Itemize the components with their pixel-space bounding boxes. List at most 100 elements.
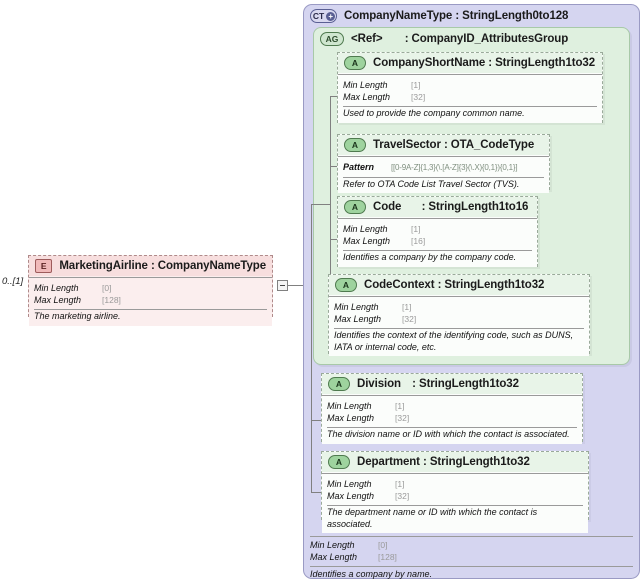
facet-row: Max Length [128] bbox=[34, 295, 267, 307]
facet-value: [32] bbox=[411, 91, 426, 102]
complextype-facets: Min Length [0] Max Length [128] bbox=[310, 538, 633, 565]
connector-line bbox=[311, 204, 312, 492]
element-header: E MarketingAirline : CompanyNameType bbox=[29, 256, 272, 276]
divider bbox=[29, 277, 272, 278]
attribute-codecontext[interactable]: A CodeContext : StringLength1to32 Min Le… bbox=[328, 274, 590, 356]
attribute-body: Min Length [1] Max Length [32] Identifie… bbox=[329, 298, 589, 356]
element-body: Min Length [0] Max Length [128] The mark… bbox=[29, 279, 272, 326]
attribute-header: A CodeContext : StringLength1to32 bbox=[329, 275, 589, 295]
attribute-body: Min Length [1] Max Length [32] The divis… bbox=[322, 397, 582, 444]
attribute-type: StringLength1to32 bbox=[444, 279, 545, 291]
facet-value: [1] bbox=[411, 80, 421, 90]
element-facets: Min Length [0] Max Length [128] bbox=[34, 281, 267, 308]
facet-value: [32] bbox=[395, 412, 410, 423]
attributegroup-icon: AG bbox=[320, 32, 344, 46]
attribute-name: TravelSector bbox=[373, 139, 441, 151]
attribute-separator: : bbox=[412, 378, 416, 390]
attribute-companyshortname[interactable]: A CompanyShortName : StringLength1to32 M… bbox=[337, 52, 603, 123]
facet-row: Max Length [32] bbox=[334, 314, 584, 326]
attribute-description: Refer to OTA Code List Travel Sector (TV… bbox=[343, 178, 520, 189]
element-separator: : bbox=[150, 260, 155, 272]
attribute-description: The division name or ID with which the c… bbox=[327, 429, 570, 439]
facet-name: Min Length bbox=[310, 540, 355, 550]
facet-value: [128] bbox=[378, 551, 397, 562]
facet-name: Min Length bbox=[327, 401, 372, 411]
attribute-icon: A bbox=[344, 200, 366, 214]
facet-value: [[0-9A-Z]{1,3}(\.[A-Z]{3}(\.X){0,1}){0,1… bbox=[391, 163, 518, 172]
connector-line bbox=[311, 204, 330, 205]
divider bbox=[338, 156, 549, 157]
attributegroup-type: CompanyID_AttributesGroup bbox=[411, 33, 569, 45]
complextype-description: Identifies a company by name. bbox=[310, 569, 433, 579]
attribute-separator: : bbox=[443, 139, 448, 151]
complextype-icon: CT+ bbox=[310, 9, 337, 23]
facet-row: Min Length [0] bbox=[310, 540, 633, 552]
facet-name: Min Length bbox=[343, 80, 388, 90]
attribute-header: A Code : StringLength1to16 bbox=[338, 197, 537, 217]
plus-icon: + bbox=[326, 11, 336, 21]
connector-line bbox=[311, 420, 330, 421]
attribute-type: OTA_CodeType bbox=[450, 139, 535, 151]
facet-row: Max Length [32] bbox=[327, 491, 583, 503]
attribute-body: Pattern [[0-9A-Z]{1,3}(\.[A-Z]{3}(\.X){0… bbox=[338, 158, 549, 193]
attribute-separator: : bbox=[421, 201, 426, 213]
attribute-facets: Pattern [[0-9A-Z]{1,3}(\.[A-Z]{3}(\.X){0… bbox=[343, 160, 544, 176]
divider bbox=[327, 427, 577, 428]
facet-row: Min Length [0] bbox=[34, 283, 267, 295]
facet-name: Pattern bbox=[343, 162, 375, 172]
element-marketingairline[interactable]: E MarketingAirline : CompanyNameType Min… bbox=[28, 255, 273, 326]
element-description: The marketing airline. bbox=[34, 311, 121, 321]
attributegroup-name: <Ref> bbox=[351, 33, 383, 45]
facet-value: [128] bbox=[102, 294, 121, 305]
facet-row: Max Length [32] bbox=[327, 413, 577, 425]
facet-row: Min Length [1] bbox=[327, 479, 583, 491]
attribute-title: TravelSector : OTA_CodeType bbox=[373, 139, 534, 151]
attribute-body: Min Length [1] Max Length [32] The depar… bbox=[322, 475, 588, 533]
attribute-travelsector[interactable]: A TravelSector : OTA_CodeType Pattern [[… bbox=[337, 134, 550, 193]
divider bbox=[338, 218, 537, 219]
divider bbox=[310, 566, 633, 567]
element-type: CompanyNameType bbox=[157, 260, 266, 272]
expand-collapse-toggle[interactable] bbox=[277, 280, 288, 291]
divider bbox=[34, 309, 267, 310]
attribute-header: A Division : StringLength1to32 bbox=[322, 374, 582, 394]
attribute-title: Code : StringLength1to16 bbox=[373, 201, 528, 213]
facet-name: Max Length bbox=[34, 294, 82, 305]
connector-line bbox=[330, 166, 342, 167]
facet-value: [1] bbox=[411, 224, 421, 234]
attribute-title: CompanyShortName : StringLength1to32 bbox=[373, 57, 595, 69]
complextype-icon-label: CT bbox=[312, 10, 325, 21]
attribute-description: Identifies a company by the company code… bbox=[343, 252, 517, 262]
attribute-header: A CompanyShortName : StringLength1to32 bbox=[338, 53, 602, 73]
complextype-header: CT+ CompanyNameType : StringLength0to128 bbox=[304, 5, 639, 26]
divider bbox=[338, 74, 602, 75]
attribute-separator: : bbox=[423, 456, 427, 468]
attribute-code[interactable]: A Code : StringLength1to16 Min Length [1… bbox=[337, 196, 538, 267]
facet-row: Min Length [1] bbox=[343, 224, 532, 236]
attribute-body: Min Length [1] Max Length [16] Identifie… bbox=[338, 220, 537, 267]
complextype-type: StringLength0to128 bbox=[462, 10, 569, 22]
attribute-facets: Min Length [1] Max Length [16] bbox=[343, 222, 532, 249]
attributegroup-separator: : bbox=[404, 33, 409, 45]
attribute-title: Division : StringLength1to32 bbox=[357, 378, 519, 390]
facet-row: Min Length [1] bbox=[327, 401, 577, 413]
attribute-division[interactable]: A Division : StringLength1to32 Min Lengt… bbox=[321, 373, 583, 444]
attribute-facets: Min Length [1] Max Length [32] bbox=[334, 300, 584, 327]
attribute-type: StringLength1to32 bbox=[419, 378, 519, 390]
facet-name: Min Length bbox=[343, 224, 388, 234]
attribute-department[interactable]: A Department : StringLength1to32 Min Len… bbox=[321, 451, 589, 533]
attribute-header: A Department : StringLength1to32 bbox=[322, 452, 588, 472]
cardinality-label: 0..[1] bbox=[2, 276, 24, 287]
facet-row: Max Length [16] bbox=[343, 236, 532, 248]
element-name: MarketingAirline bbox=[59, 260, 148, 272]
complextype-separator: : bbox=[455, 10, 460, 22]
attribute-body: Min Length [1] Max Length [32] Used to p… bbox=[338, 76, 602, 123]
facet-value: [1] bbox=[395, 401, 405, 411]
attribute-icon: A bbox=[344, 138, 366, 152]
connector-line bbox=[330, 239, 342, 240]
facet-value: [1] bbox=[395, 479, 405, 489]
divider bbox=[322, 473, 588, 474]
facet-name: Min Length bbox=[34, 283, 79, 293]
facet-name: Min Length bbox=[327, 479, 372, 489]
